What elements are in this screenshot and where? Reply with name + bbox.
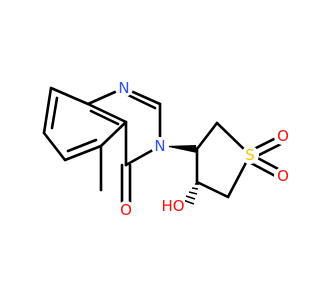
hash-bond-c4s-oh bbox=[182, 183, 199, 205]
bond-c6-c5-inner bbox=[66, 138, 98, 153]
bond-c8-c7 bbox=[42, 86, 53, 135]
bond-c6-c5 bbox=[63, 144, 103, 162]
atom-labels: N N O S O O HO bbox=[115, 79, 292, 219]
atom-carbonyl-o: O bbox=[120, 201, 132, 219]
bond-c8-c7-inner bbox=[50, 96, 59, 130]
bond-c4a-c8a bbox=[86, 102, 128, 124]
bond-n1-c2-inner bbox=[126, 93, 157, 110]
atom-hydroxyl: HO bbox=[161, 197, 184, 215]
bond-c4a-c8a-inner bbox=[89, 109, 120, 126]
bond-c3-c2s bbox=[195, 121, 219, 151]
bond-s-o2-double bbox=[247, 160, 281, 180]
atom-sulfone-o1: O bbox=[277, 127, 289, 145]
bond-c7-c6 bbox=[42, 131, 67, 162]
bond-c8a-c8 bbox=[49, 86, 90, 106]
atom-sulfone-o2: O bbox=[277, 167, 289, 185]
atom-n1: N bbox=[118, 79, 129, 97]
bond-c5-c4a bbox=[99, 120, 128, 148]
bond-c5s-c4s bbox=[195, 180, 230, 199]
molecule-structure: N N O S O O HO bbox=[42, 79, 292, 219]
wedge-bond-n3-c3 bbox=[164, 145, 197, 153]
atom-s: S bbox=[245, 146, 255, 164]
atom-n3: N bbox=[154, 137, 165, 155]
